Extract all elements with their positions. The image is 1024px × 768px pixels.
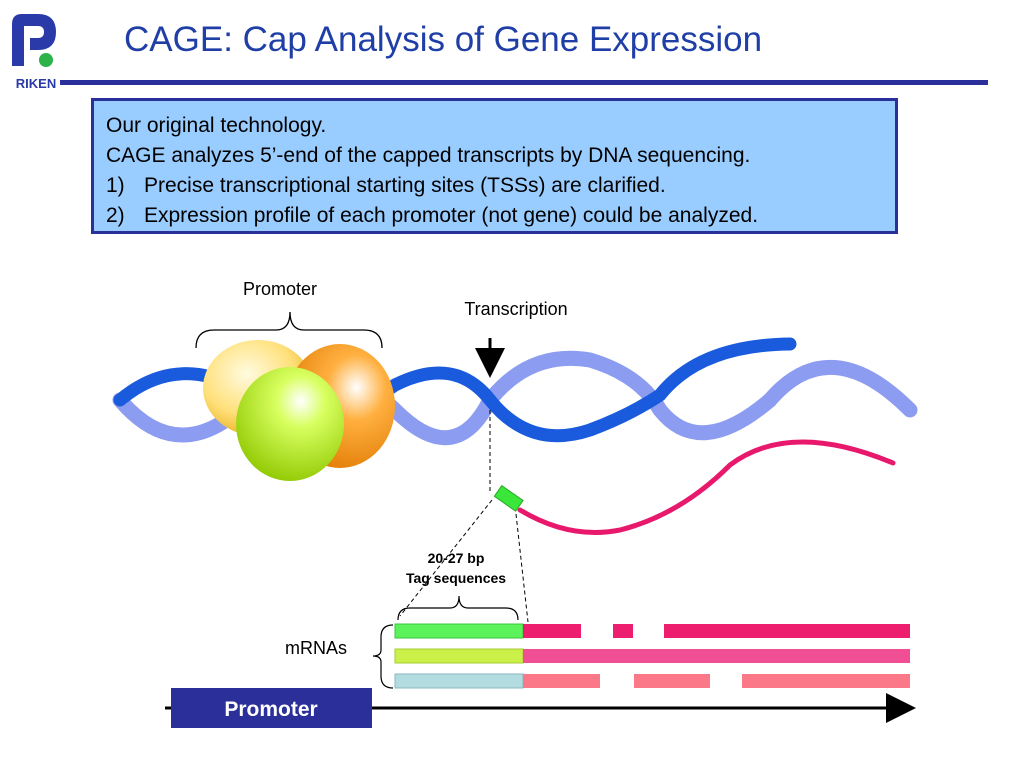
promoter-box [171, 688, 372, 728]
title-rule [60, 80, 988, 85]
promoter-box-label: Promoter [224, 698, 317, 721]
tag-sequences-label: Tag sequences [406, 570, 506, 586]
tag-length-label: 20-27 bp [428, 550, 485, 566]
mrna-2-tag [394, 648, 524, 664]
info-item-1: 1) Precise transcriptional starting sites… [106, 171, 885, 201]
mrna-3-segment [634, 674, 710, 688]
info-box: Our original technology. CAGE analyzes 5… [91, 98, 898, 234]
mrna-cap [493, 484, 524, 512]
tag-brace [397, 595, 519, 621]
riken-logo: RIKEN [12, 14, 56, 91]
transcription-label: Transcription [464, 299, 567, 319]
riken-logo-mark [12, 14, 56, 66]
mrna-1-segment [664, 624, 910, 638]
info-line-2: CAGE analyzes 5’-end of the capped trans… [106, 144, 751, 167]
info-line-1: Our original technology. [106, 114, 327, 137]
mrna-1-segment [523, 624, 581, 638]
mrna-3-segment [523, 674, 600, 688]
riken-logo-dot [39, 53, 53, 67]
slide-title: CAGE: Cap Analysis of Gene Expression [124, 20, 763, 59]
info-item-2-text: Expression profile of each promoter (not… [144, 204, 759, 227]
nascent-mrna [517, 439, 896, 535]
info-item-1-text: Precise transcriptional starting sites (… [144, 174, 666, 197]
riken-logo-text: RIKEN [16, 76, 56, 91]
protein-green [236, 367, 344, 481]
mrnas-label: mRNAs [285, 638, 347, 658]
info-item-1-number: 1) [106, 174, 125, 197]
mrna-1-segment [613, 624, 633, 638]
promoter-brace [195, 311, 383, 349]
tag-guide-right [515, 513, 529, 623]
mrna-3-segment [742, 674, 910, 688]
tag-guide-left [399, 499, 493, 617]
info-item-2-number: 2) [106, 204, 125, 227]
mrna-3-tag [394, 673, 524, 689]
info-item-2: 2) Expression profile of each promoter (n… [106, 201, 885, 231]
mrnas-brace [372, 624, 394, 689]
mrna-2-segment [523, 649, 910, 663]
mrna-1-tag [394, 623, 524, 639]
promoter-label: Promoter [243, 279, 317, 299]
